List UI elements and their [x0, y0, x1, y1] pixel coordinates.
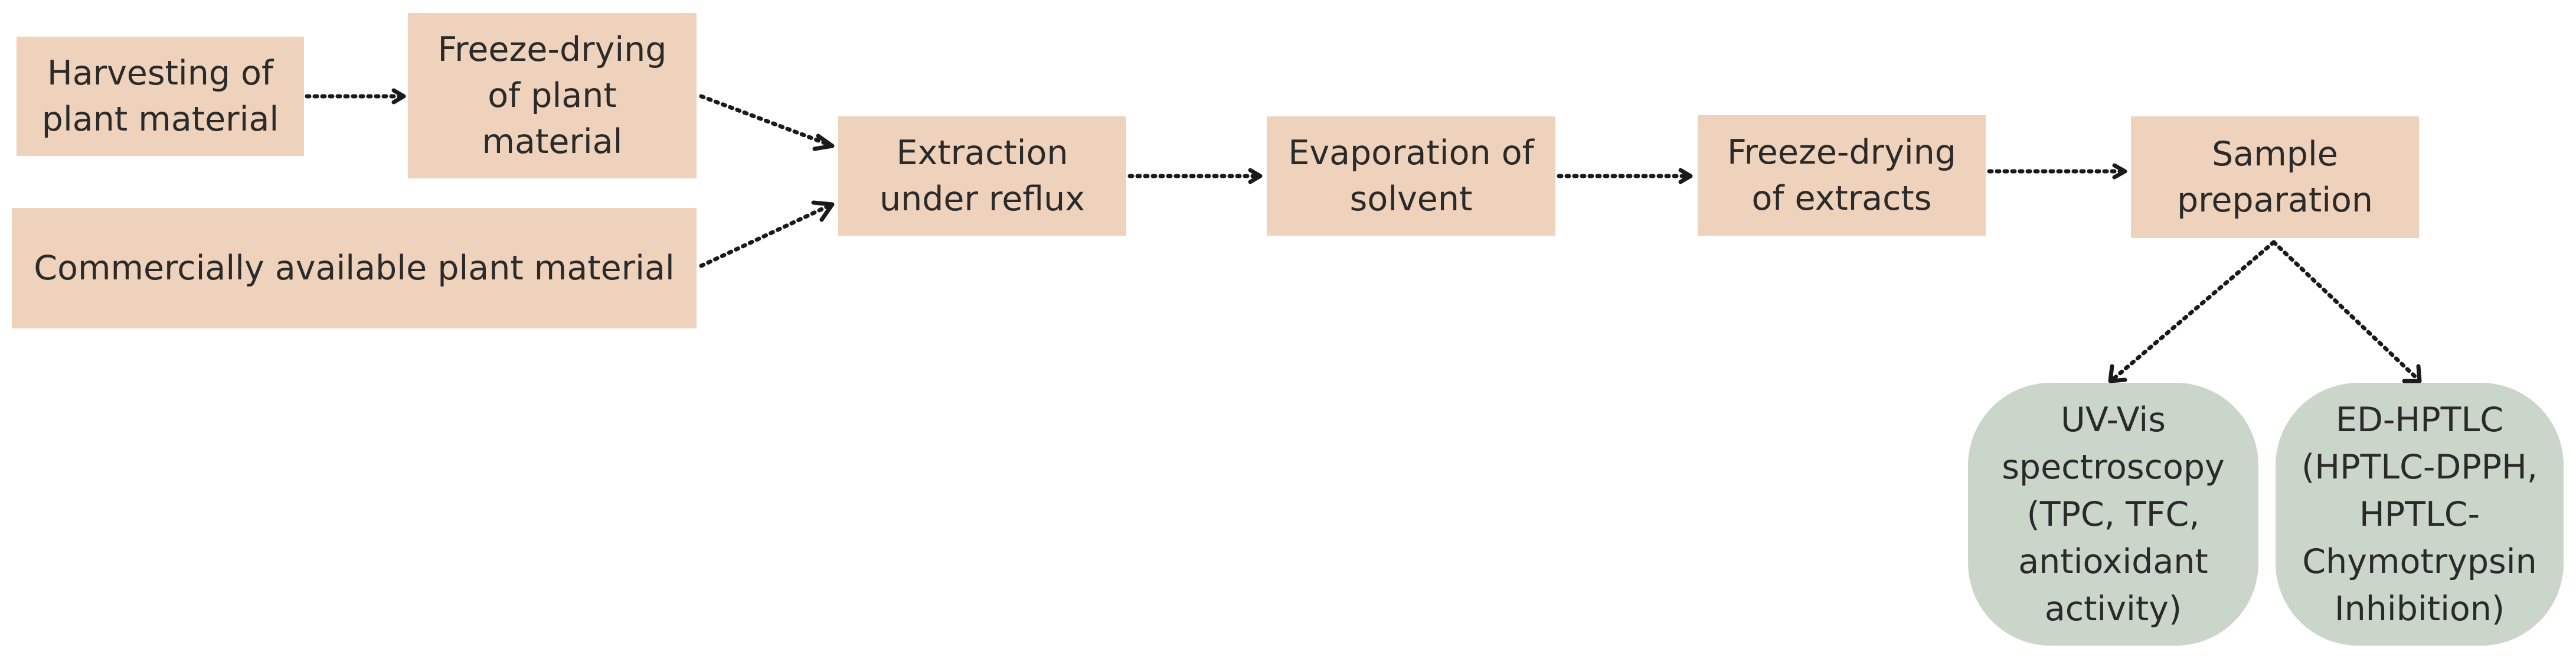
- node-evaporation-label: Evaporation of solvent: [1288, 133, 1534, 219]
- node-ed-hptlc: ED-HPTLC (HPTLC-DPPH, HPTLC- Chymotrypsi…: [2276, 383, 2564, 646]
- node-harvesting-label: Harvesting of plant material: [41, 54, 279, 139]
- arrow-freeze-drying-to-extraction: [699, 94, 835, 151]
- node-sample-preparation-label: Sample preparation: [2176, 135, 2374, 220]
- arrow-freeze-drying-extracts-to-sample-preparation: [1987, 163, 2127, 180]
- node-extraction: Extraction under reflux: [838, 116, 1126, 236]
- node-freeze-drying-plant-label: Freeze-drying of plant material: [437, 30, 667, 161]
- arrow-sample-preparation-to-ed-hptlc: [2271, 240, 2422, 383]
- node-evaporation: Evaporation of solvent: [1267, 116, 1555, 236]
- node-ed-hptlc-label: ED-HPTLC (HPTLC-DPPH, HPTLC- Chymotrypsi…: [2301, 400, 2538, 629]
- node-freeze-drying-extracts: Freeze-drying of extracts: [1698, 115, 1986, 236]
- node-commercial-plant-material: Commercially available plant material: [12, 208, 697, 328]
- node-uv-vis-spectroscopy: UV-Vis spectroscopy (TPC, TFC, antioxida…: [1968, 383, 2258, 646]
- node-uv-vis-spectroscopy-label: UV-Vis spectroscopy (TPC, TFC, antioxida…: [2002, 400, 2225, 629]
- arrow-evaporation-to-freeze-drying-extracts: [1557, 168, 1693, 184]
- node-extraction-label: Extraction under reflux: [879, 133, 1086, 219]
- node-harvesting: Harvesting of plant material: [17, 37, 304, 156]
- arrow-commercial-to-extraction: [699, 200, 835, 268]
- arrow-sample-preparation-to-uv-vis: [2108, 240, 2276, 383]
- arrow-extraction-to-evaporation: [1127, 168, 1263, 184]
- node-sample-preparation: Sample preparation: [2131, 116, 2419, 238]
- node-freeze-drying-extracts-label: Freeze-drying of extracts: [1727, 133, 1956, 218]
- node-commercial-plant-material-label: Commercially available plant material: [34, 249, 675, 288]
- arrow-harvesting-to-freeze-drying: [305, 88, 406, 105]
- node-freeze-drying-plant: Freeze-drying of plant material: [408, 13, 697, 178]
